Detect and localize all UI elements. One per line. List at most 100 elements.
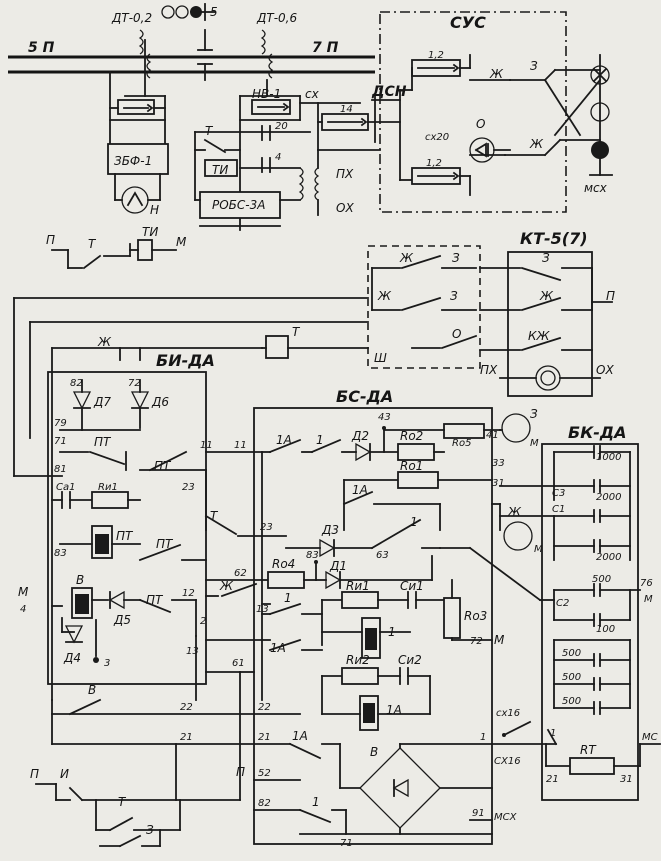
n22a-label: 22 (180, 702, 193, 713)
feed-lines (13, 297, 369, 701)
n76-label: 76 (640, 578, 653, 589)
sh-label: Ш (374, 351, 387, 365)
transformer-dt06 (260, 29, 274, 97)
dsn-label: ДСН (371, 84, 407, 100)
bus-5p-label: 5 П (28, 40, 55, 56)
c2000a-label: 2000 (596, 492, 621, 503)
zbf1-block (107, 71, 169, 214)
zh-mid-label: Ж (97, 335, 112, 349)
bk-da-block (491, 443, 661, 801)
d6-label: Д6 (151, 395, 169, 409)
kt-kzh-label: КЖ (528, 329, 551, 343)
kt5-label: КТ-5(7) (520, 229, 588, 248)
n61-label: 61 (232, 658, 245, 669)
kt5-block (479, 251, 613, 397)
n2-label: 2 (200, 616, 206, 627)
kt-ox-label: ОХ (596, 363, 614, 377)
cap20-label: 20 (275, 121, 288, 132)
n71-label: 71 (54, 436, 67, 447)
zbf1-label: ЗБФ-1 (114, 154, 152, 168)
v-relay-label: В (76, 573, 84, 587)
zh-bs-label: Ж (219, 579, 234, 593)
motor-m1-label: М (530, 438, 539, 449)
kt-zh-label: Ж (539, 289, 554, 303)
ro3-label: Rо3 (464, 609, 487, 623)
n1-label: 1 (480, 732, 486, 743)
control-t-label: Т (88, 237, 97, 251)
vertical-wires (51, 451, 263, 801)
ri2-label: Rи2 (346, 653, 370, 667)
n71b-label: 71 (340, 838, 353, 849)
n23b-label: 23 (260, 522, 273, 533)
r14-label: 14 (340, 104, 353, 115)
control-line (51, 239, 177, 270)
bs-da-block (51, 407, 501, 845)
n43-label: 43 (378, 412, 391, 423)
sus-12a-label: 1,2 (428, 50, 444, 61)
bk1-label: 1 (550, 728, 556, 739)
n31b-label: 31 (620, 774, 633, 785)
c1-left-label: 1 (284, 591, 292, 605)
n21b-label: 21 (258, 732, 271, 743)
sus-o-label: О (476, 117, 485, 131)
c1a-mid-label: 1А (352, 483, 368, 497)
sh-o-label: О (452, 327, 461, 341)
sus-block (379, 11, 602, 213)
sus-zh1-label: Ж (489, 67, 504, 81)
control-m-label: М (176, 235, 187, 249)
bk-da-label: БК-ДА (568, 423, 627, 442)
si1-label: Си1 (400, 579, 424, 593)
c500c-label: 500 (562, 672, 581, 683)
pt4-label: ПТ (146, 593, 164, 607)
relay1a-label: 1А (386, 703, 402, 717)
c500d-label: 500 (562, 696, 581, 707)
sus-12b-label: 1,2 (426, 158, 442, 169)
bus-7p-label: 7 П (312, 40, 339, 56)
c1a-left-label: 1А (270, 641, 286, 655)
c500b-label: 500 (562, 648, 581, 659)
s2-label: С2 (556, 598, 569, 609)
control-ti-label: ТИ (142, 225, 158, 239)
px-ox-transformer (314, 149, 320, 216)
n91-label: 91 (472, 808, 485, 819)
motor-m2-label: М (534, 544, 543, 555)
d4-label: Д4 (63, 651, 81, 665)
sh-zh-label: Ж (399, 251, 414, 265)
ti-top-label: ТИ (212, 163, 228, 177)
sh-z2-label: З (450, 289, 458, 303)
t-mid-label: Т (292, 325, 301, 339)
t-bot-label: Т (118, 795, 127, 809)
c1a-top-label: 1А (276, 433, 292, 447)
sh-zh2-label: Ж (377, 289, 392, 303)
si2-label: Си2 (398, 653, 422, 667)
ri1-bi-label: Rи1 (98, 482, 118, 493)
ox-top-label: ОХ (336, 201, 354, 215)
sx-label: сх (305, 87, 320, 101)
pt3-label: ПТ (156, 537, 174, 551)
ro4-label: Rо4 (272, 557, 295, 571)
sx16-bk-label: сх16 (496, 708, 520, 719)
p-bs-label: П (236, 765, 245, 779)
n72-label: 72 (128, 378, 141, 389)
rt-label: RТ (580, 743, 597, 757)
n83b-label: 83 (306, 550, 319, 561)
n41-label: 41 (486, 430, 499, 441)
n31-label: 31 (492, 478, 505, 489)
d5-label: Д5 (113, 613, 131, 627)
ro5-label: Rо5 (452, 438, 471, 449)
ro2-label: Rо2 (400, 429, 423, 443)
bi-da-block (47, 371, 207, 685)
n12-label: 12 (182, 588, 195, 599)
kt-z-label: З (542, 251, 550, 265)
nv1-label: НВ-1 (252, 87, 281, 101)
n52-label: 52 (258, 768, 271, 779)
motors (468, 413, 542, 602)
sus-z-label: З (530, 59, 538, 73)
sus-sx20-label: сх20 (425, 132, 449, 143)
nv1-relay-block (194, 95, 311, 231)
c2000b-label: 2000 (596, 552, 621, 563)
robs-label: РОБС-3А (212, 198, 265, 212)
sa1-bi-label: Са1 (56, 482, 75, 493)
n23a-label: 23 (182, 482, 195, 493)
